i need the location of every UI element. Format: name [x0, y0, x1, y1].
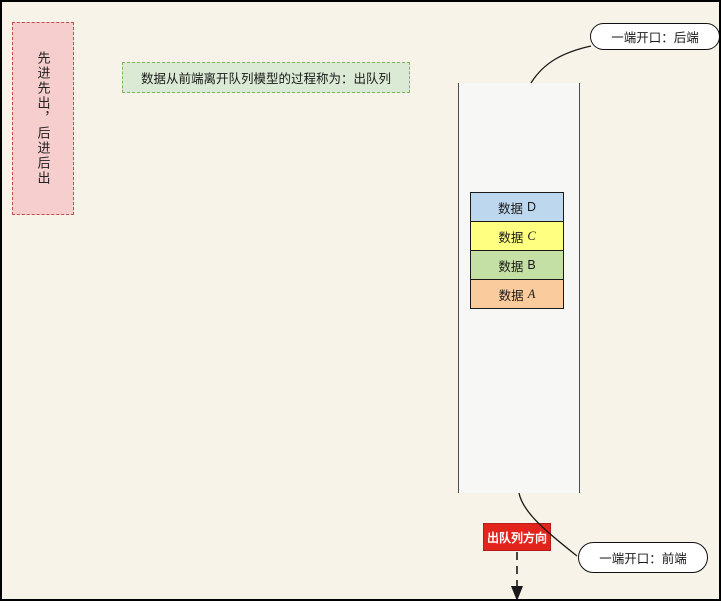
fifo-note-text: 先进先出，后进后出 [35, 51, 51, 186]
queue-item-letter: B [527, 258, 536, 272]
dequeue-definition-note: 数据从前端离开队列模型的过程称为：出队列 [122, 62, 410, 93]
rear-callout-connector [530, 45, 592, 84]
callout-front-opening: 一端开口：前端 [578, 542, 708, 573]
dequeue-definition-text: 数据从前端离开队列模型的过程称为：出队列 [140, 72, 391, 86]
queue-item-prefix: 数据 [498, 230, 524, 245]
queue-item-letter: D [526, 200, 537, 214]
dequeue-direction-arrow [511, 552, 523, 599]
queue-item-prefix: 数据 [498, 259, 524, 274]
fifo-note: 先进先出，后进后出 [12, 22, 74, 215]
queue-item-letter: A [527, 286, 536, 301]
queue-item-prefix: 数据 [498, 288, 524, 303]
dequeue-direction-text: 出队列方向 [486, 530, 547, 545]
dequeue-direction-label: 出队列方向 [483, 523, 551, 551]
callout-rear-opening: 一端开口：后端 [590, 23, 719, 50]
callout-rear-text: 一端开口：后端 [611, 31, 699, 45]
callout-front-text: 一端开口：前端 [599, 552, 687, 566]
queue-item-prefix: 数据 [497, 201, 523, 216]
queue-item-letter: C [527, 228, 536, 243]
